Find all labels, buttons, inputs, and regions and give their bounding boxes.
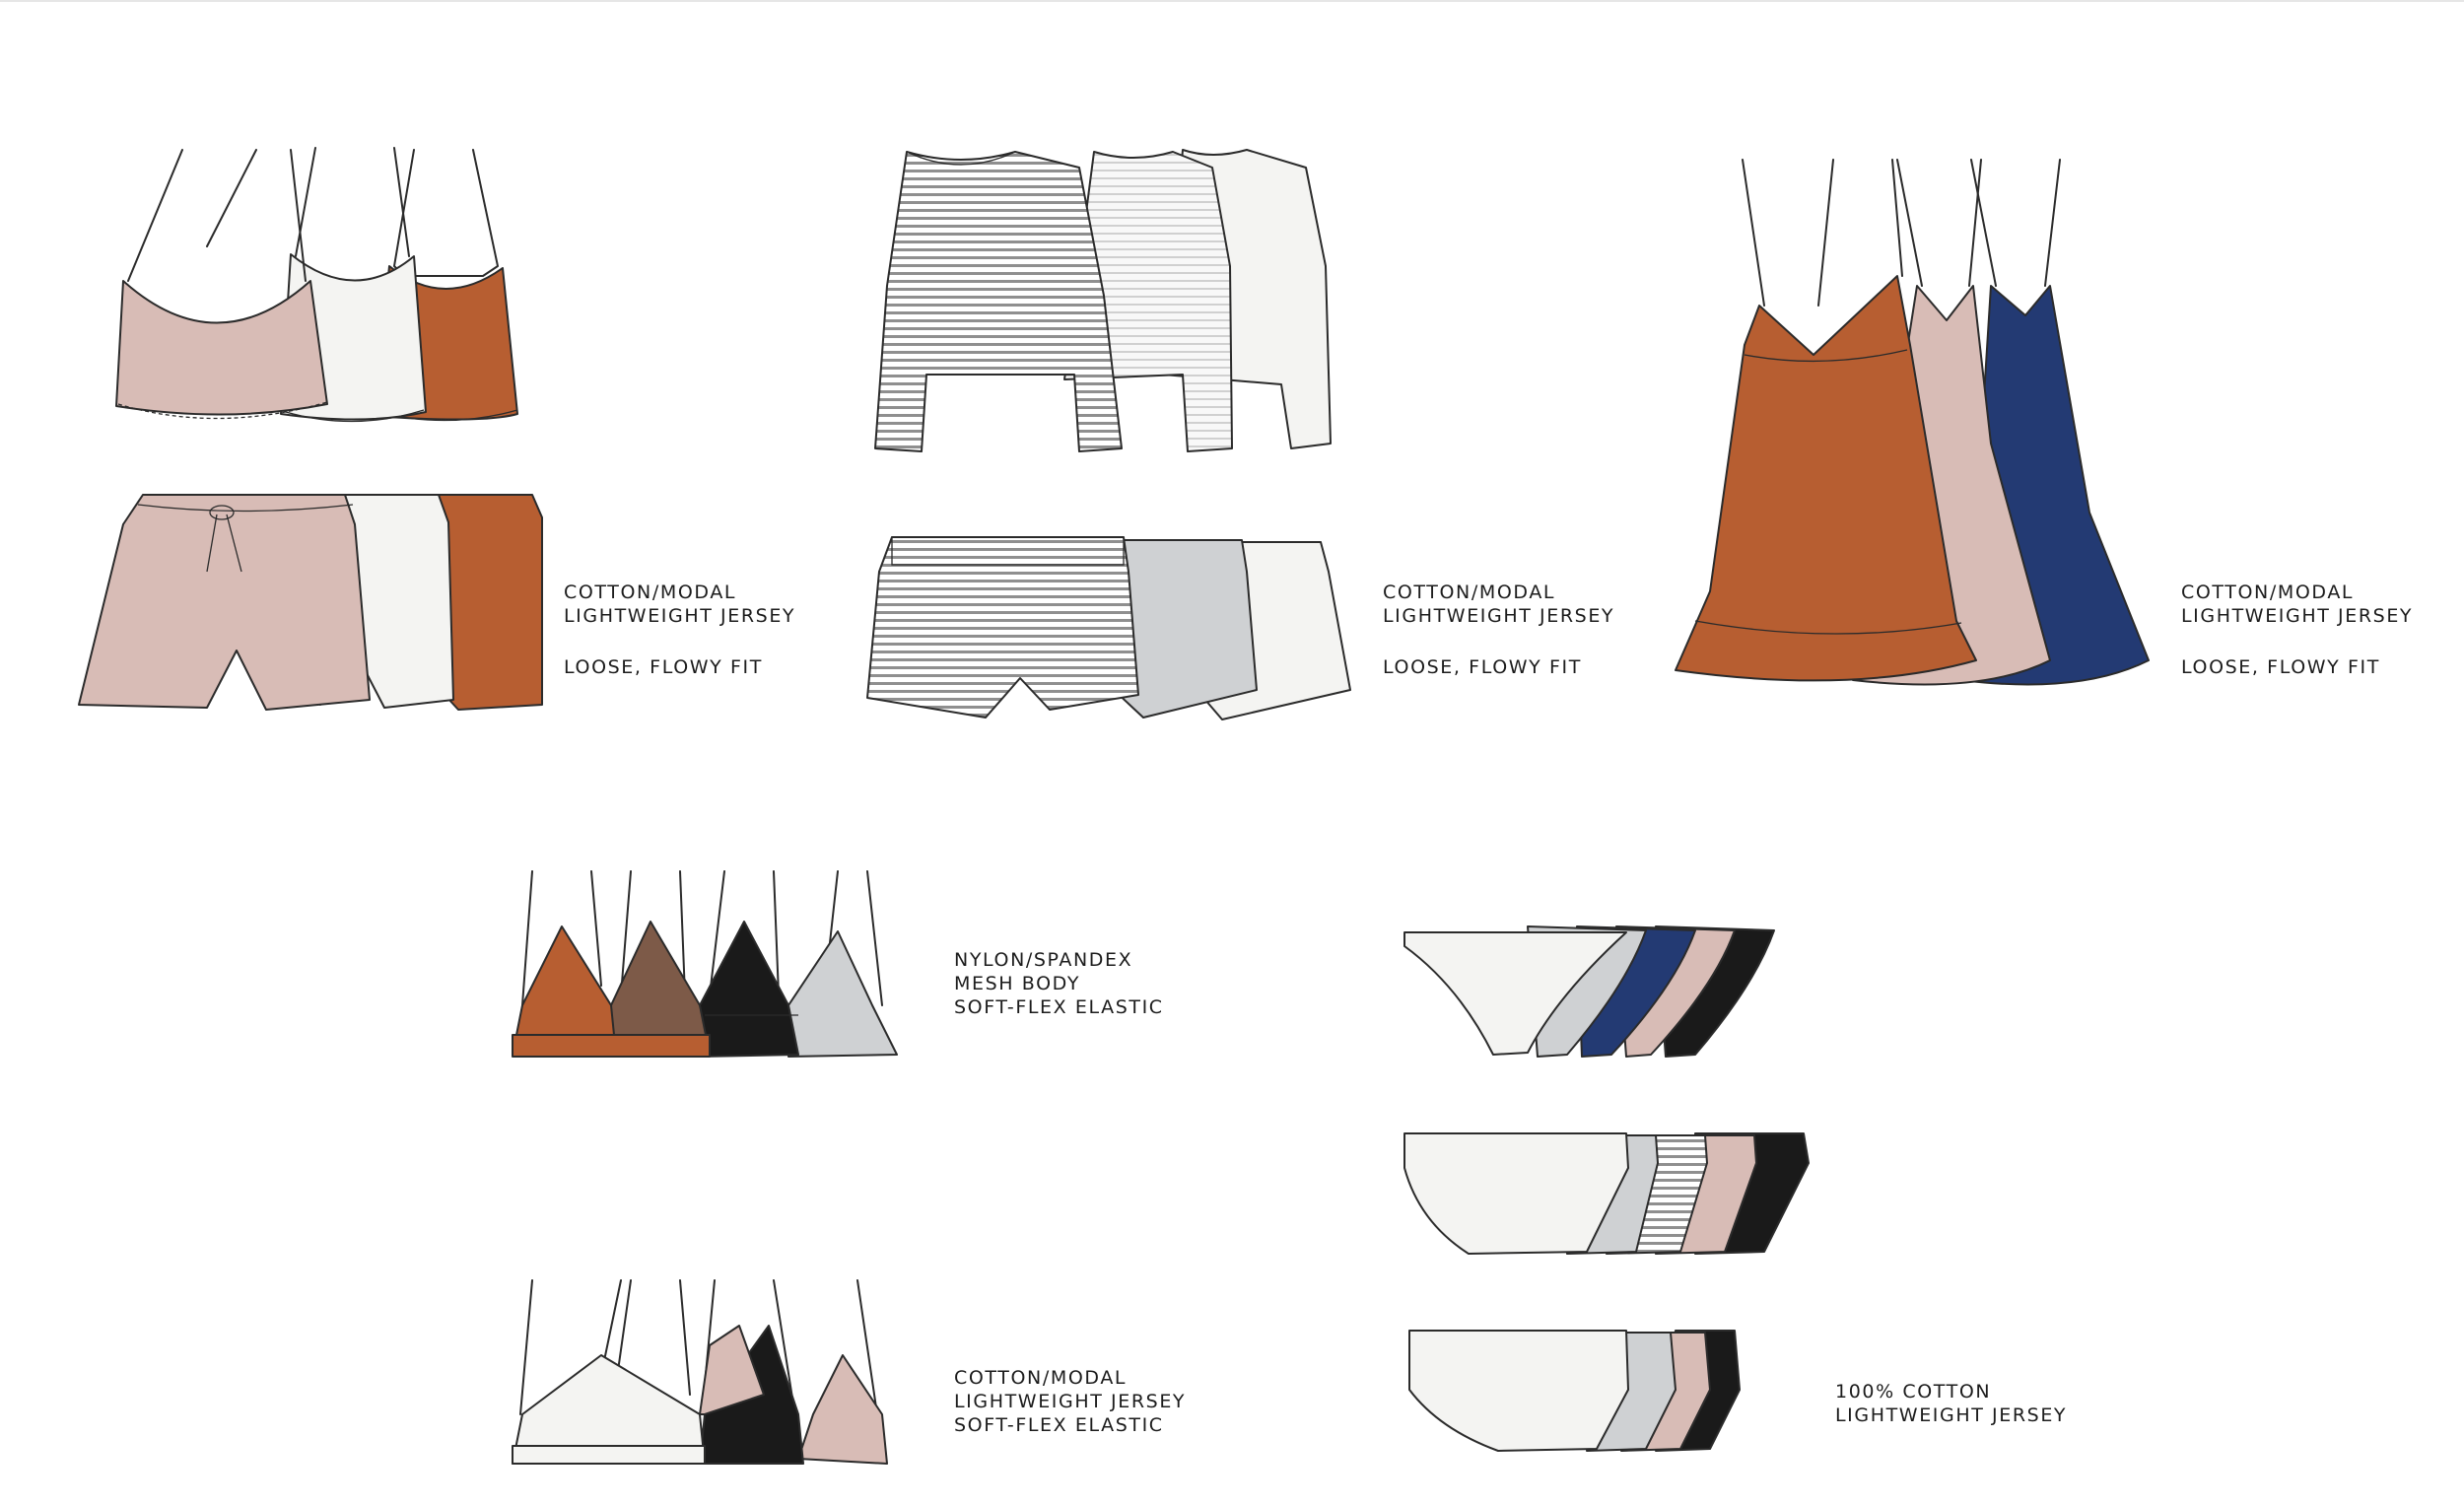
label-line: 100% COTTON [1835,1381,1992,1403]
label-line: LOOSE, FLOWY FIT [1383,656,1582,678]
paperbag-shorts-illustration [78,494,543,711]
cami-tops-illustration [115,147,518,423]
longsleeve-tees-illustration [874,149,1332,452]
label-line: LIGHTWEIGHT JERSEY [564,605,796,627]
label-line: NYLON/SPANDEX [954,949,1133,971]
tee-shorts-group [857,138,1370,729]
running-shorts-illustration [866,536,1351,720]
tee-shorts-label: COTTON/MODAL LIGHTWEIGHT JERSEY LOOSE, F… [1383,581,1614,679]
label-line: LOOSE, FLOWY FIT [2181,656,2380,678]
mesh-bralettes-illustration [512,870,898,1058]
top-divider [0,0,2464,2]
jersey-bralettes-illustration [512,1279,888,1465]
cami-blush [115,149,328,420]
mesh-bralette-group [503,867,907,1064]
mesh-bralette-label: NYLON/SPANDEX MESH BODY SOFT-FLEX ELASTI… [954,948,1164,1019]
label-line: SOFT-FLEX ELASTIC [954,1414,1164,1436]
cami-shorts-label: COTTON/MODAL LIGHTWEIGHT JERSEY LOOSE, F… [564,581,795,679]
cami-shorts-group [69,138,582,719]
slip-dresses-illustration [1675,159,2150,686]
label-line: LIGHTWEIGHT JERSEY [1835,1404,2068,1426]
bikini-briefs-illustration [1403,1132,1810,1255]
slip-dress-rust [1675,159,1977,682]
label-line: LOOSE, FLOWY FIT [564,656,763,678]
jersey-bralette-group [503,1276,897,1473]
slip-dress-group [1656,148,2168,700]
underwear-label: 100% COTTON LIGHTWEIGHT JERSEY [1835,1380,2067,1427]
label-line: LIGHTWEIGHT JERSEY [2181,605,2414,627]
thongs-illustration [1403,925,1775,1058]
label-line: LIGHTWEIGHT JERSEY [954,1391,1187,1412]
jersey-bralette-label: COTTON/MODAL LIGHTWEIGHT JERSEY SOFT-FLE… [954,1366,1186,1437]
label-line: COTTON/MODAL [564,582,737,603]
label-line: MESH BODY [954,973,1081,994]
label-line: COTTON/MODAL [954,1367,1128,1389]
label-line: SOFT-FLEX ELASTIC [954,996,1164,1018]
slip-dress-label: COTTON/MODAL LIGHTWEIGHT JERSEY LOOSE, F… [2181,581,2413,679]
label-line: COTTON/MODAL [2181,582,2355,603]
label-line: COTTON/MODAL [1383,582,1556,603]
hipster-briefs-illustration [1408,1330,1741,1452]
underwear-group [1400,925,1833,1459]
label-line: LIGHTWEIGHT JERSEY [1383,605,1615,627]
